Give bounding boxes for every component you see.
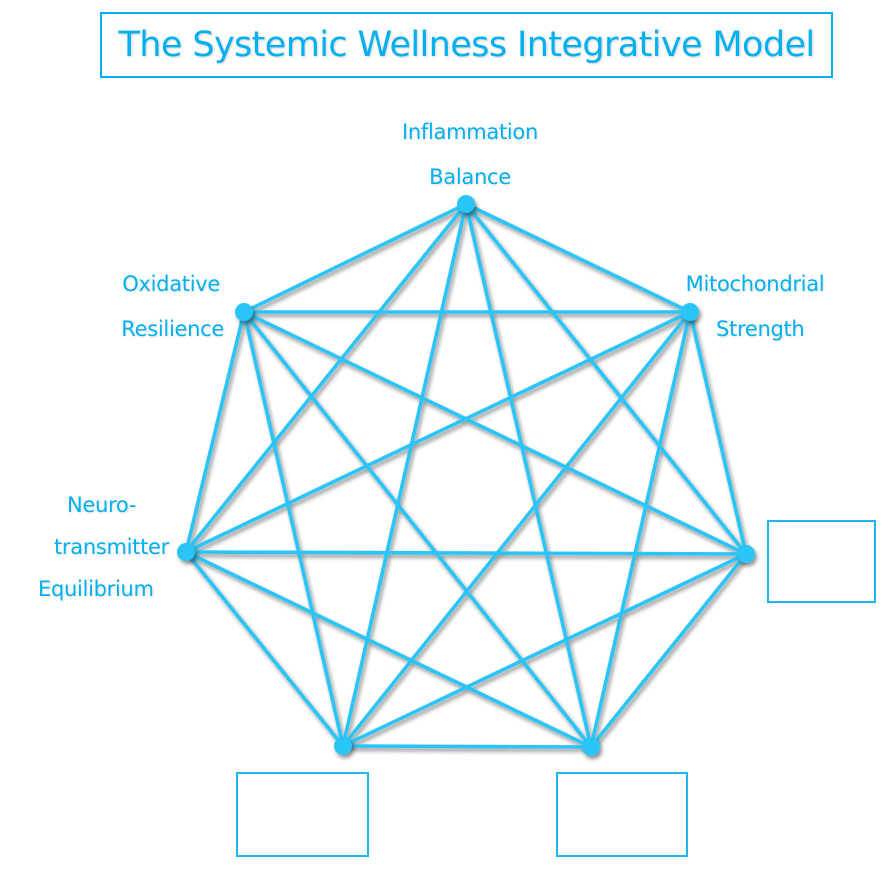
edge-right-oxidative (243, 310, 747, 556)
edge-inflammation-oxidative (243, 202, 467, 314)
node-right (737, 545, 755, 563)
label-line: Strength (716, 317, 805, 341)
edge-right-bottom-right (589, 552, 748, 749)
edge-mitochondrial-right (688, 311, 748, 555)
label-line: Resilience (121, 317, 224, 341)
edge-mitochondrial-neuro (185, 310, 691, 554)
node-oxidative (235, 303, 253, 321)
label-line: Mitochondrial (685, 272, 825, 296)
label-neurotransmitter-equilibrium: Neuro- transmitter Equilibrium (32, 484, 177, 610)
label-mitochondrial-strength: Mitochondrial Strength (660, 262, 850, 352)
edge-inflammation-neuro (184, 202, 468, 554)
empty-label-box-bottom-left (236, 772, 369, 857)
label-line: Equilibrium (38, 577, 154, 601)
edge-bottom-right-neuro (185, 550, 592, 749)
label-line: Oxidative (122, 272, 220, 296)
label-line: Balance (429, 165, 511, 189)
label-inflammation-balance: Inflammation Balance (380, 110, 560, 200)
empty-label-box-right (767, 520, 876, 603)
node-neuro (177, 543, 195, 561)
edge-inflammation-bottom-left (341, 203, 468, 747)
label-line: Inflammation (401, 120, 538, 144)
empty-label-box-bottom-right (556, 772, 688, 857)
title-box: The Systemic Wellness Integrative Model (100, 12, 833, 78)
edge-mitochondrial-bottom-left (341, 310, 692, 748)
edge-inflammation-bottom-right (464, 203, 593, 748)
node-bottom-right (582, 738, 600, 756)
edge-neuro-oxidative (184, 311, 246, 553)
label-line: transmitter (54, 535, 169, 559)
node-mitochondrial (681, 303, 699, 321)
diagram-title: The Systemic Wellness Integrative Model (118, 25, 816, 65)
label-line: Neuro- (67, 493, 137, 517)
edge-bottom-left-neuro (184, 550, 345, 748)
node-inflammation (457, 195, 475, 213)
label-oxidative-resilience: Oxidative Resilience (60, 262, 224, 352)
edge-inflammation-right (464, 202, 748, 556)
node-bottom-left (334, 737, 352, 755)
edge-inflammation-mitochondrial (465, 202, 691, 314)
edge-bottom-right-bottom-left (342, 744, 592, 749)
edge-mitochondrial-bottom-right (589, 311, 692, 748)
edge-right-bottom-left (342, 552, 747, 748)
edge-bottom-left-oxidative (242, 311, 345, 747)
edge-bottom-right-oxidative (242, 310, 593, 749)
edge-right-neuro (185, 550, 747, 556)
